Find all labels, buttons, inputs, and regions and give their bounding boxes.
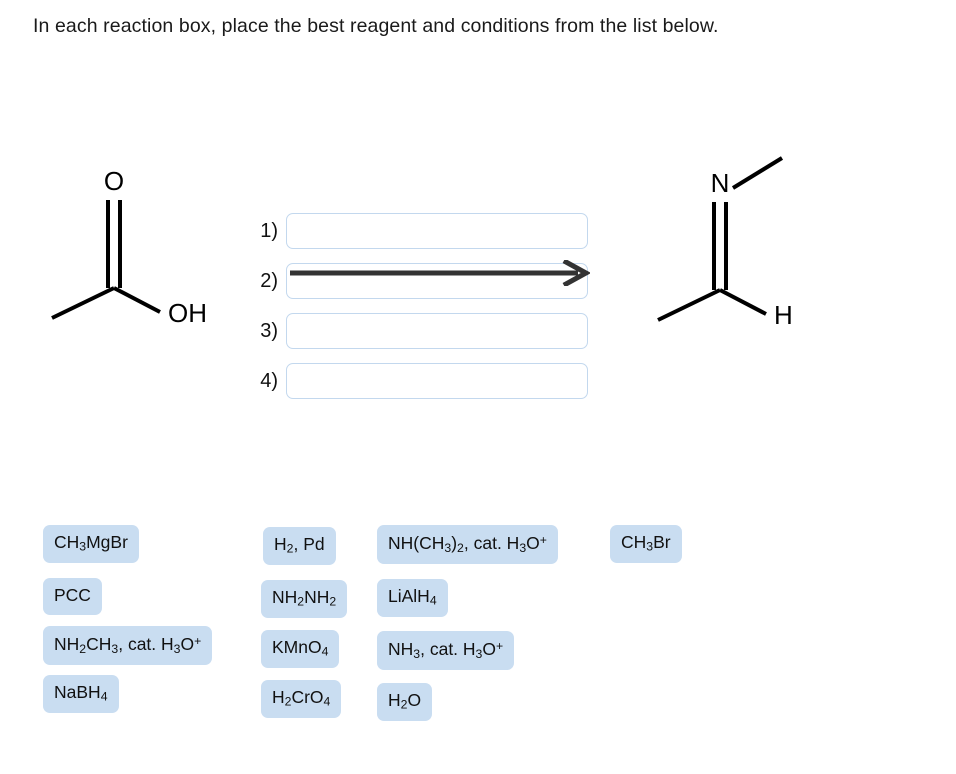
reaction-drop-box-4[interactable] [286,363,588,399]
reaction-arrow [288,258,592,288]
condition-row-3: 3) [248,312,588,350]
condition-label-3: 3) [260,319,278,342]
reaction-drop-box-2[interactable] [286,263,588,299]
reagent-chip-nabh4[interactable]: NaBH4 [43,675,119,713]
reagent-chip-pcc[interactable]: PCC [43,578,102,615]
reagent-chip-nh2nh2[interactable]: NH2NH2 [261,580,348,618]
reaction-drop-box-1[interactable] [286,213,588,249]
page-title: In each reaction box, place the best rea… [33,15,719,37]
product-structure-imine: N H [630,140,830,340]
reagent-chip-nh2ch3[interactable]: NH2CH3, cat. H3O+ [43,626,213,666]
reactant-atom-label-oh: OH [168,298,207,328]
reagent-chip-kmno4[interactable]: KMnO4 [261,630,340,668]
reaction-drop-box-3[interactable] [286,313,588,349]
reagent-chip-h2cro4[interactable]: H2CrO4 [261,680,342,718]
reagent-chip-lialh4[interactable]: LiAlH4 [377,579,448,617]
condition-row-4: 4) [248,362,588,400]
reagent-chip-ch3br[interactable]: CH3Br [610,525,682,563]
condition-row-1: 1) [248,212,588,250]
reagent-chip-h2pd[interactable]: H2, Pd [263,527,336,565]
reagent-chip-h2o[interactable]: H2O [377,683,433,721]
reactant-atom-label-o: O [104,166,124,196]
product-atom-label-h: H [774,300,793,330]
reagent-chip-ch3mgbr[interactable]: CH3MgBr [43,525,139,563]
product-atom-label-n: N [711,168,730,198]
condition-label-1: 1) [260,219,278,242]
reagent-chip-nhch32[interactable]: NH(CH3)2, cat. H3O+ [377,525,558,565]
reaction-conditions-stack: 1) 2) 3) 4) [248,212,588,400]
reagent-chip-nh3[interactable]: NH3, cat. H3O+ [377,631,515,671]
condition-label-4: 4) [260,369,278,392]
arrow-head-icon [562,258,592,288]
reactant-structure-acetic-acid: O OH [40,160,240,340]
reaction-scheme: O OH N H 1) 2) [0,120,956,440]
condition-row-2: 2) [248,262,588,300]
condition-label-2: 2) [260,269,278,292]
